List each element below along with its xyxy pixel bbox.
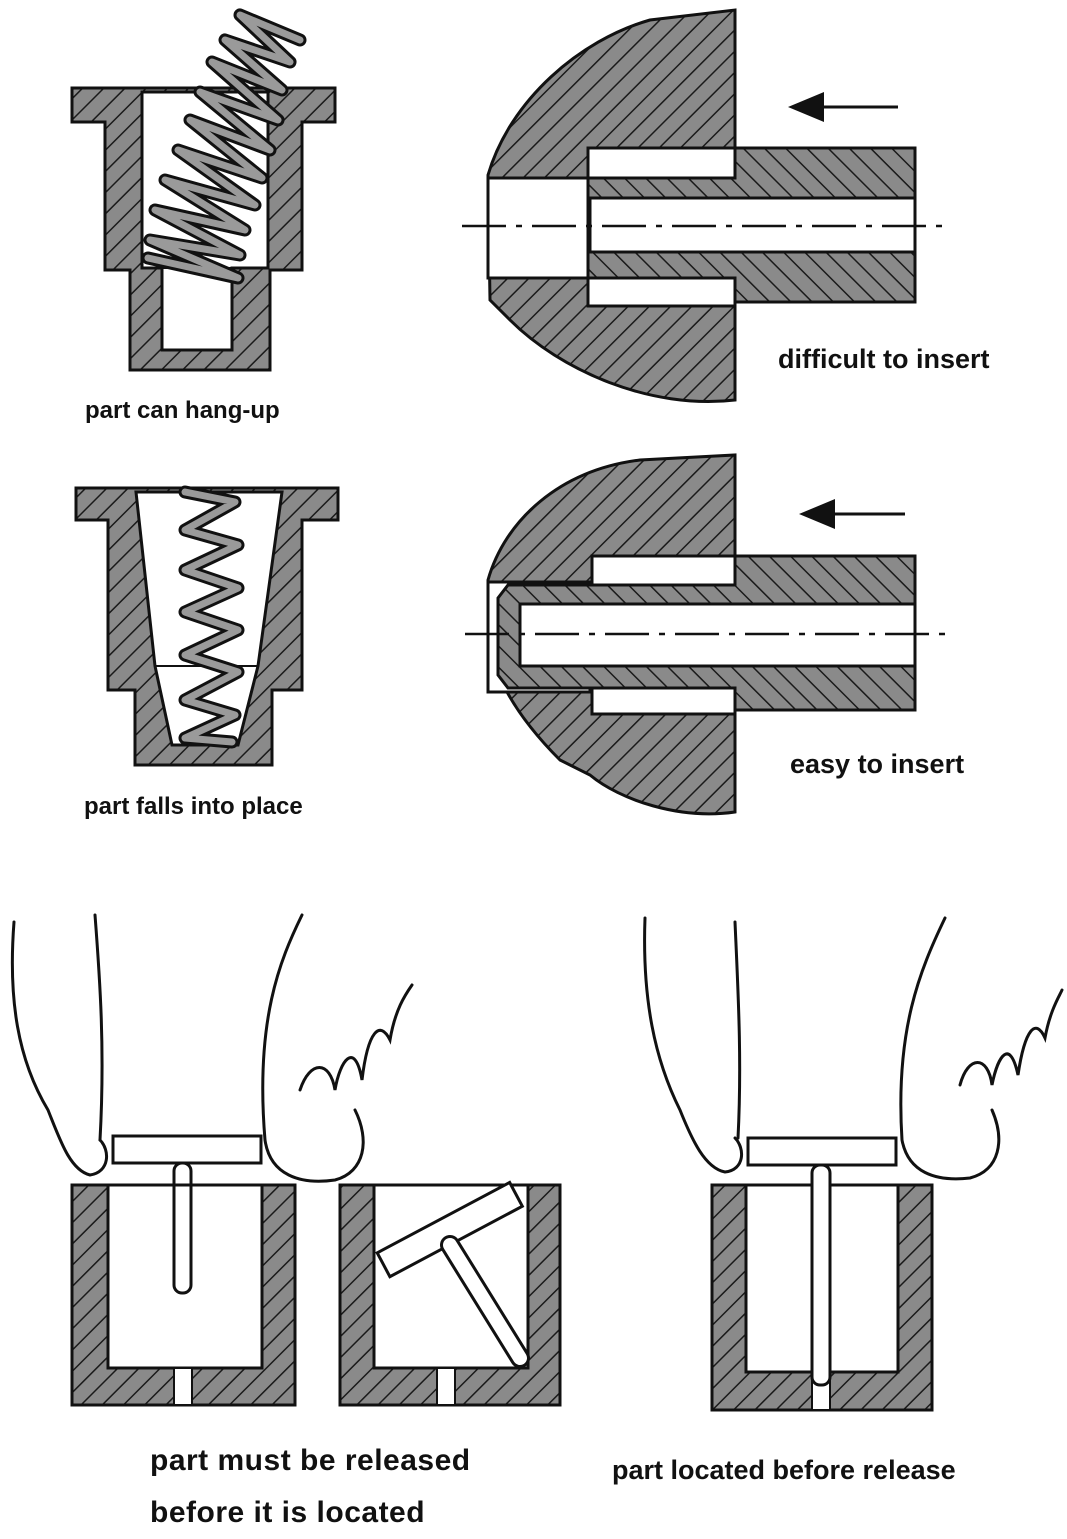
socket-section: [710, 1183, 934, 1412]
hand-left: [643, 916, 744, 1174]
caption-line-2: before it is located: [150, 1496, 426, 1529]
pin-head: [746, 1136, 898, 1167]
socket-section: [70, 1183, 297, 1407]
pin-shank: [810, 1163, 832, 1387]
hand-left: [10, 920, 109, 1177]
caption-pin-released-before-located: part must be released before it is locat…: [150, 1435, 471, 1539]
caption-spring-hang-up: part can hang-up: [85, 397, 280, 424]
caption-spring-falls-into-place: part falls into place: [84, 793, 303, 820]
finger-curl: [298, 983, 414, 1092]
hand-right: [261, 913, 365, 1183]
caption-pin-located-before-release: part located before release: [612, 1455, 956, 1485]
pin-shank: [172, 1161, 193, 1295]
hand-right: [899, 916, 1001, 1181]
finger-curl: [958, 988, 1064, 1087]
socket-section: [338, 1183, 562, 1407]
thumb-left: [733, 920, 742, 1140]
shaft-easy-diagram: [465, 453, 950, 816]
pin-released-before-located-diagram: [10, 913, 562, 1407]
caption-shaft-difficult: difficult to insert: [778, 344, 990, 374]
pin-located-before-release-diagram: [643, 916, 1064, 1412]
shaft-difficult-diagram: [462, 8, 945, 403]
caption-line-1: part must be released: [150, 1444, 471, 1477]
spring-falls-into-place-diagram: [74, 485, 340, 767]
spring-hang-up-diagram: [70, 8, 337, 372]
thumb-left: [93, 913, 104, 1142]
pin-head: [111, 1134, 263, 1165]
caption-shaft-easy: easy to insert: [790, 749, 965, 779]
